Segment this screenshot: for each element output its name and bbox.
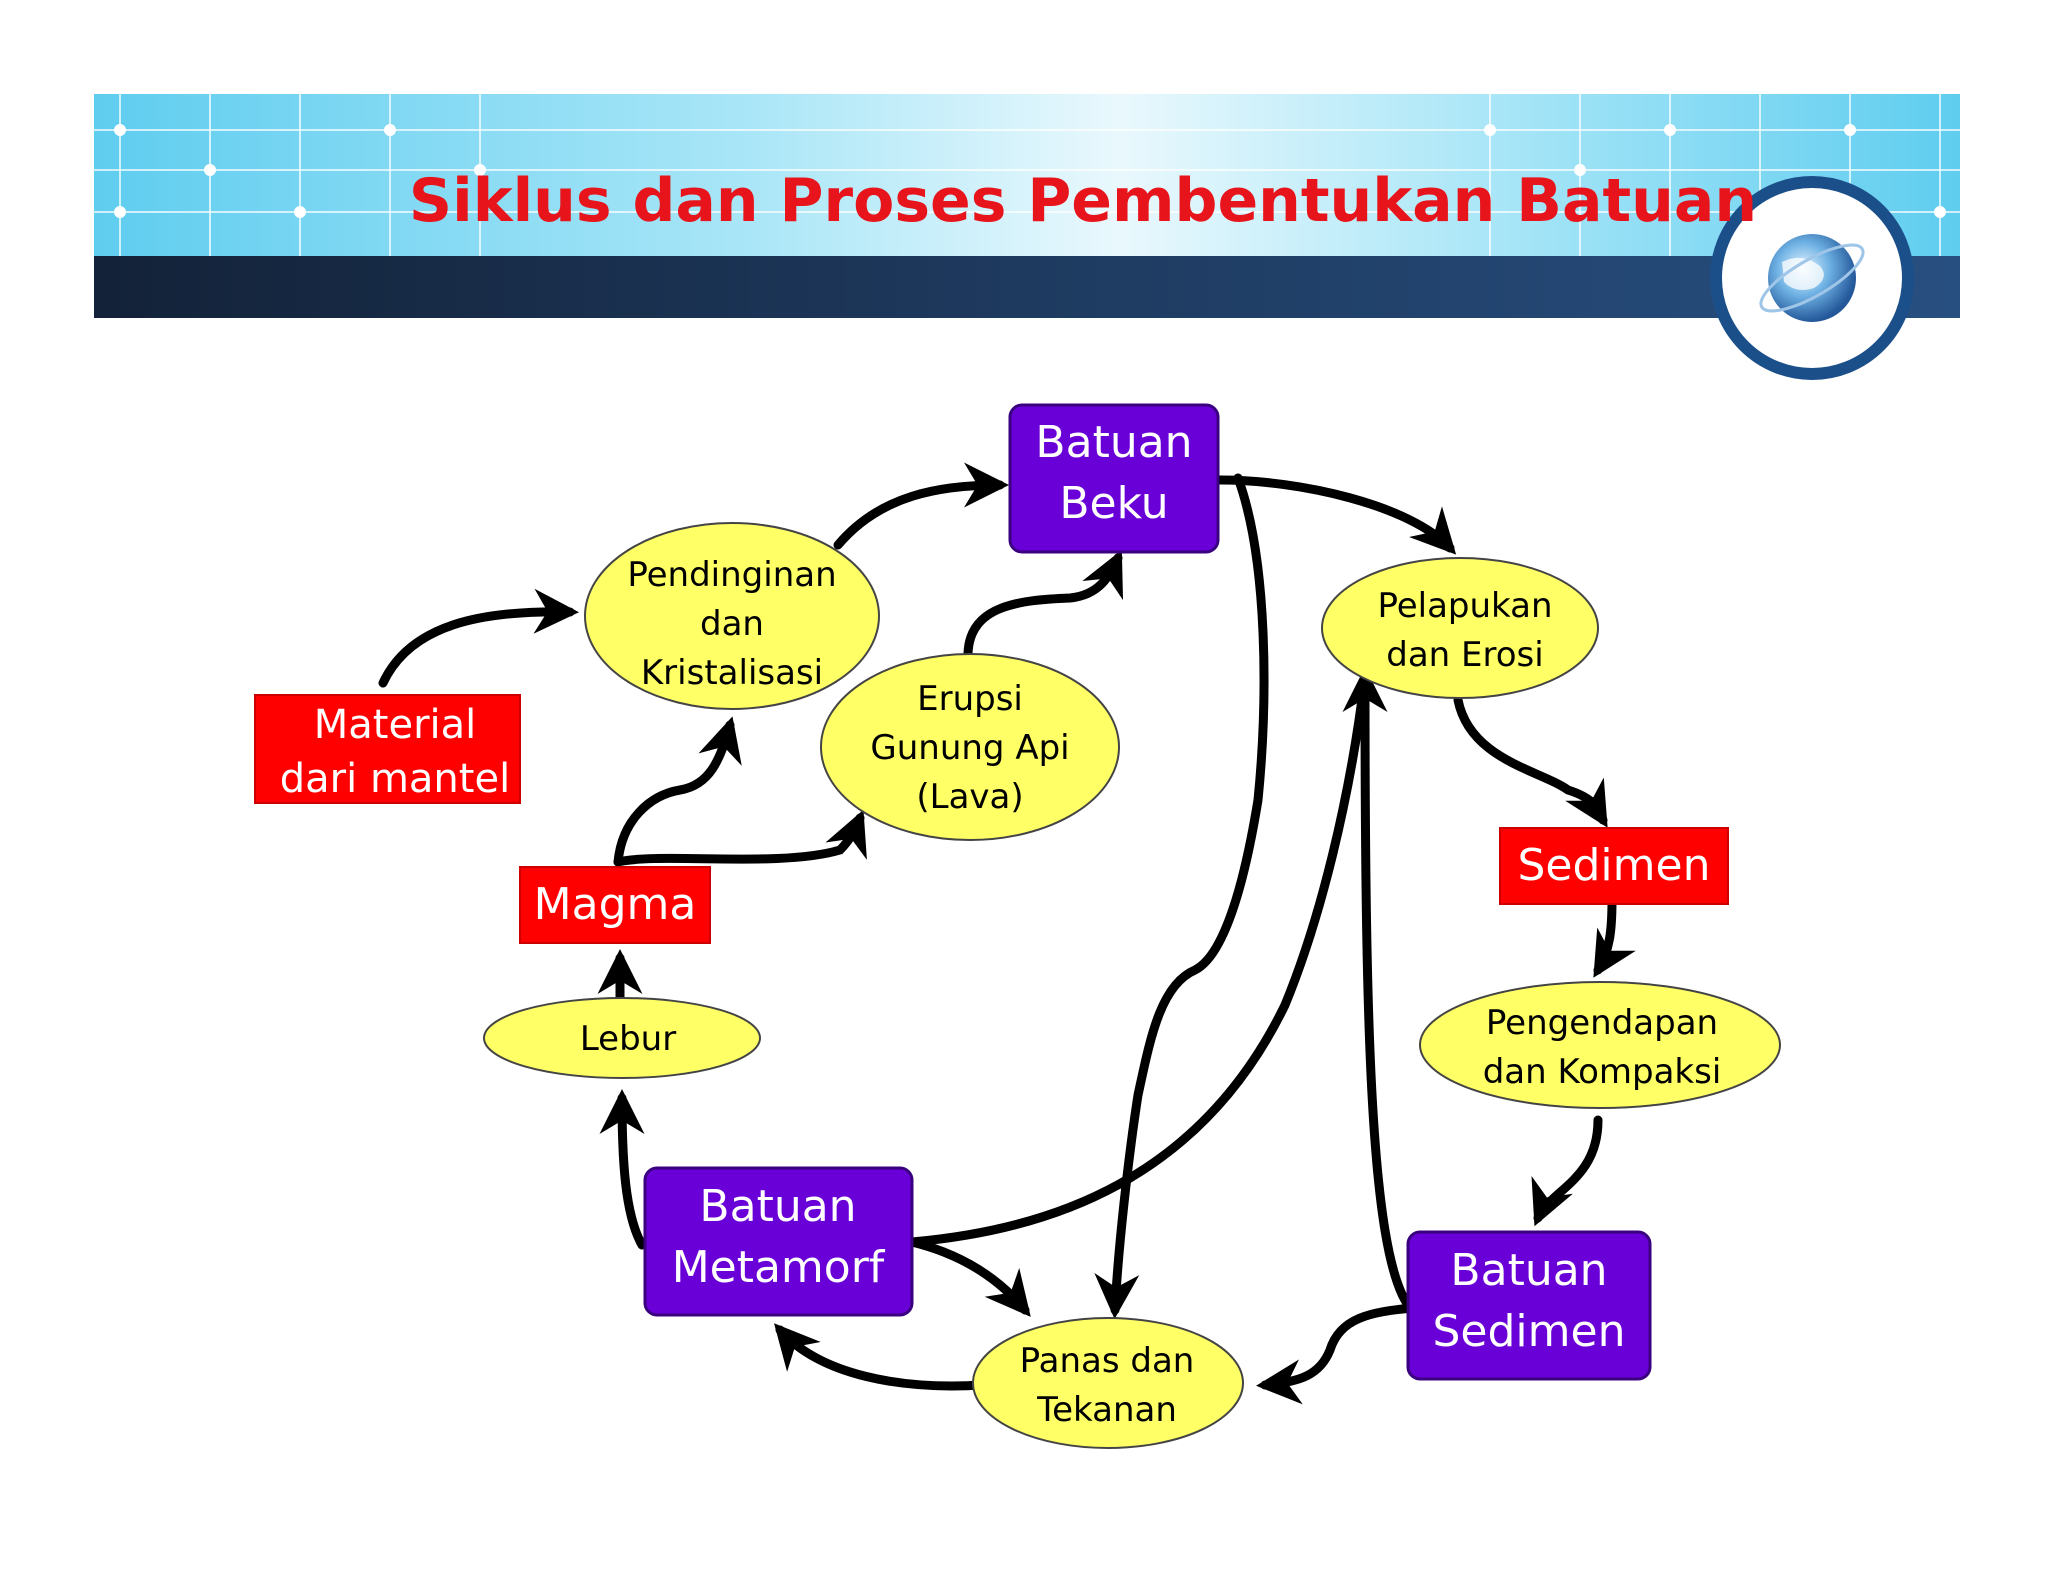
arrow-material-to-pendinginan <box>378 588 579 688</box>
arrow-pengendapan-to-sedimenrock <box>1531 1115 1603 1227</box>
page-title: Siklus dan Proses Pembentukan Batuan <box>409 166 1757 236</box>
svg-text:Beku: Beku <box>1059 478 1168 529</box>
node-sedimen: Sedimen <box>1499 827 1729 905</box>
node-panas-dan-tekanan: Panas dan Tekanan <box>972 1317 1244 1449</box>
svg-text:(Lava): (Lava) <box>916 777 1023 817</box>
arrow-metamorf-to-pelapukan <box>907 671 1370 1247</box>
svg-text:Material: Material <box>314 702 477 748</box>
svg-text:Tekanan: Tekanan <box>1036 1390 1177 1430</box>
node-pendinginan-dan-kristalisasi: Pendinginan dan Kristalisasi <box>584 522 880 710</box>
arrow-metamorf-to-panas <box>907 1237 1031 1317</box>
arrow-metamorf-to-lebur <box>599 1089 647 1250</box>
arrow-beku-to-panas <box>1094 473 1269 1319</box>
arrow-sedimen-to-pengendapan <box>1593 895 1636 978</box>
arrow-erupsi-to-beku <box>963 549 1124 658</box>
header-light-band <box>94 94 1960 256</box>
arrow-beku-to-pelapukan <box>1215 475 1457 555</box>
svg-text:Pendinginan: Pendinginan <box>627 555 836 595</box>
svg-text:Lebur: Lebur <box>580 1019 676 1059</box>
arrow-magma-to-erupsi <box>613 809 867 867</box>
svg-text:Sedimen: Sedimen <box>1433 1306 1626 1357</box>
arrow-pendinginan-to-beku <box>833 462 1009 550</box>
svg-text:dan Kompaksi: dan Kompaksi <box>1483 1052 1722 1092</box>
arrow-sedimenrock-to-panas <box>1256 1303 1417 1405</box>
svg-text:Magma: Magma <box>534 879 697 930</box>
node-batuan-beku: Batuan Beku <box>1008 403 1220 554</box>
node-material-dari-mantel: Material dari mantel <box>254 694 521 804</box>
node-pengendapan-dan-kompaksi: Pengendapan dan Kompaksi <box>1419 981 1781 1109</box>
globe-logo-icon <box>1710 176 1914 380</box>
svg-text:dan Erosi: dan Erosi <box>1386 635 1543 675</box>
svg-text:Batuan: Batuan <box>1450 1245 1607 1296</box>
svg-text:Erupsi: Erupsi <box>917 679 1023 719</box>
arrow-sedimenrock-to-pelapukan <box>1342 667 1413 1310</box>
svg-text:Gunung Api: Gunung Api <box>870 728 1069 768</box>
node-pelapukan-dan-erosi: Pelapukan dan Erosi <box>1321 557 1599 699</box>
cycle-arrows <box>378 462 1636 1405</box>
node-erupsi-gunung-api: Erupsi Gunung Api (Lava) <box>820 653 1120 841</box>
svg-text:Pelapukan: Pelapukan <box>1377 586 1552 626</box>
svg-text:Batuan: Batuan <box>699 1181 856 1232</box>
node-magma: Magma <box>519 866 711 944</box>
svg-text:Sedimen: Sedimen <box>1518 840 1711 891</box>
header-dark-band <box>94 256 1960 318</box>
svg-text:Batuan: Batuan <box>1035 417 1192 468</box>
node-batuan-sedimen: Batuan Sedimen <box>1406 1230 1652 1381</box>
header-banner: Siklus dan Proses Pembentukan Batuan <box>94 94 1960 380</box>
svg-text:dari mantel: dari mantel <box>280 756 510 802</box>
svg-text:Panas dan: Panas dan <box>1020 1341 1195 1381</box>
arrow-magma-to-pendinginan <box>613 716 742 867</box>
svg-text:Metamorf: Metamorf <box>672 1242 886 1293</box>
arrow-panas-to-metamorf <box>774 1323 987 1391</box>
arrow-pelapukan-to-sedimen <box>1453 695 1608 828</box>
svg-text:Kristalisasi: Kristalisasi <box>641 653 823 693</box>
svg-text:Pengendapan: Pengendapan <box>1486 1003 1718 1043</box>
svg-text:dan: dan <box>700 604 764 644</box>
node-lebur: Lebur <box>483 997 761 1079</box>
node-batuan-metamorf: Batuan Metamorf <box>643 1166 914 1317</box>
